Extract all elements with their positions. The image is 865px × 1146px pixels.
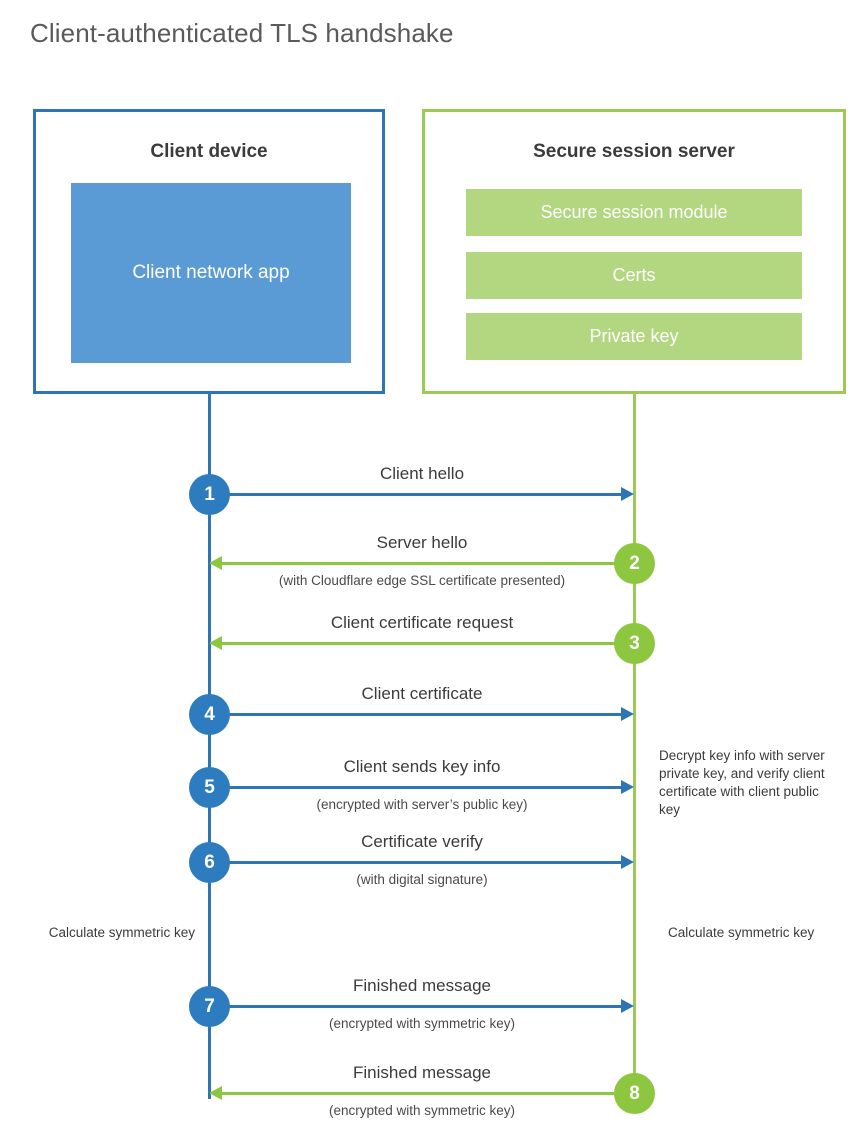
arrow-head-right-icon: [621, 999, 634, 1013]
message-sublabel-8: (encrypted with symmetric key): [328, 1103, 516, 1118]
arrow-head-right-icon: [621, 487, 634, 501]
message-label-3: Client certificate request: [330, 613, 514, 632]
step-badge-2[interactable]: 2: [614, 543, 655, 584]
message-sublabel-2: (with Cloudflare edge SSL certificate pr…: [278, 573, 566, 588]
message-line-2: [222, 562, 634, 565]
message-sublabel-5: (encrypted with server’s public key): [316, 797, 528, 812]
arrow-head-left-icon: [209, 636, 222, 650]
step-badge-5[interactable]: 5: [189, 767, 230, 808]
arrow-head-right-icon: [621, 707, 634, 721]
client-device-title: Client device: [150, 141, 268, 162]
arrow-head-right-icon: [621, 780, 634, 794]
message-line-6: [209, 861, 621, 864]
step-badge-8[interactable]: 8: [614, 1073, 655, 1114]
message-label-5: Client sends key info: [343, 757, 501, 776]
secure-session-server-box: Secure session server Secure session mod…: [422, 109, 846, 394]
step-badge-7[interactable]: 7: [189, 986, 230, 1027]
client-lifeline: [208, 393, 211, 1099]
server-decrypt-note: Decrypt key info with server private key…: [659, 748, 825, 817]
server-block-private-key: Private key: [466, 313, 802, 360]
server-block-secure-session-module: Secure session module: [466, 189, 802, 236]
step-badge-6[interactable]: 6: [189, 842, 230, 883]
step-badge-3[interactable]: 3: [614, 623, 655, 664]
client-device-box: Client device Client network app: [33, 109, 385, 394]
message-sublabel-7: (encrypted with symmetric key): [328, 1016, 516, 1031]
arrow-head-left-icon: [209, 556, 222, 570]
step-badge-1[interactable]: 1: [189, 474, 230, 515]
message-label-2: Server hello: [376, 533, 468, 552]
step-badge-4[interactable]: 4: [189, 694, 230, 735]
server-block-certs: Certs: [466, 252, 802, 299]
message-label-8: Finished message: [353, 1063, 491, 1082]
server-lifeline: [633, 393, 636, 1093]
message-label-4: Client certificate: [361, 684, 483, 703]
client-network-app-block: Client network app: [71, 183, 351, 363]
client-calculate-symmetric-key-note: Calculate symmetric key: [48, 925, 195, 940]
message-line-5: [209, 786, 621, 789]
message-label-6: Certificate verify: [361, 832, 483, 851]
message-label-1: Client hello: [379, 464, 465, 483]
message-label-7: Finished message: [353, 976, 491, 995]
secure-session-server-title: Secure session server: [533, 141, 735, 162]
arrow-head-left-icon: [209, 1086, 222, 1100]
message-line-1: [209, 493, 621, 496]
message-sublabel-6: (with digital signature): [356, 872, 488, 887]
page-title: Client-authenticated TLS handshake: [30, 18, 454, 48]
message-line-7: [209, 1005, 621, 1008]
message-line-4: [209, 713, 621, 716]
message-line-8: [222, 1092, 634, 1095]
message-line-3: [222, 642, 634, 645]
server-calculate-symmetric-key-note: Calculate symmetric key: [668, 925, 815, 940]
arrow-head-right-icon: [621, 855, 634, 869]
